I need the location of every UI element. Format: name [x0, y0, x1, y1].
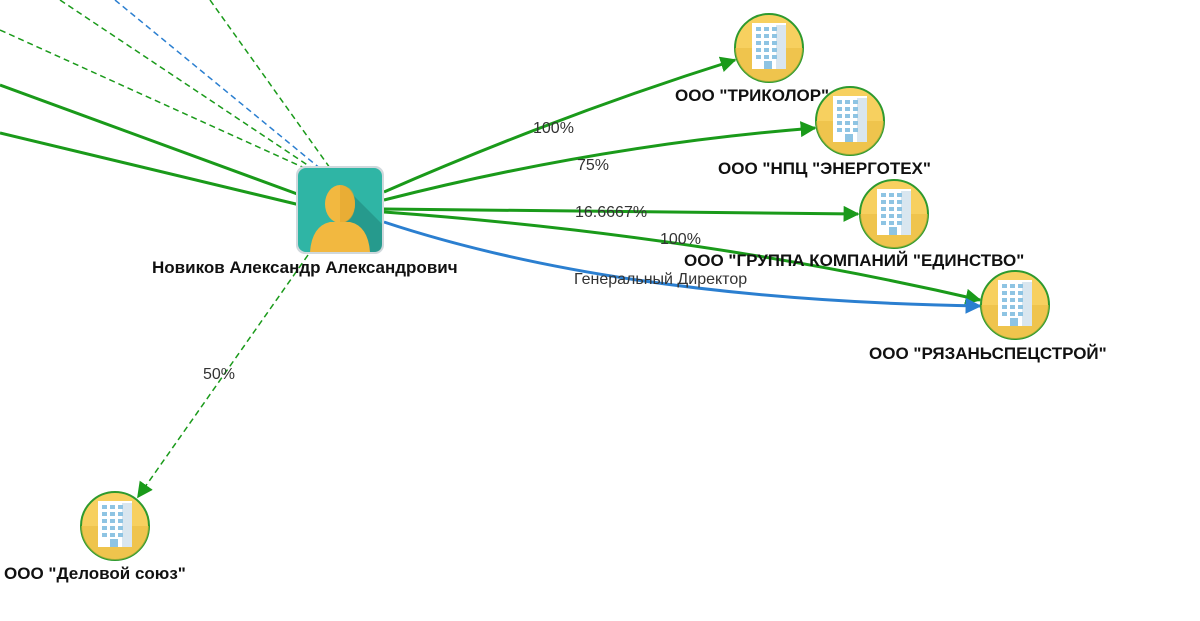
person-node[interactable]: [296, 166, 384, 254]
edge-label-director: Генеральный Директор: [574, 271, 747, 288]
company-name-npts: ООО "НПЦ "ЭНЕРГОТЕХ": [718, 159, 931, 178]
edge-ryazan-ownership[interactable]: [383, 210, 982, 305]
company-node-trikolor[interactable]: [734, 13, 804, 83]
edge-trikolor[interactable]: [383, 56, 737, 194]
company-name-trikolor: ООО "ТРИКОЛОР": [675, 86, 829, 105]
edge-label-edinstvo: 16.6667%: [575, 204, 647, 221]
company-node-edinstvo[interactable]: [859, 179, 929, 249]
edge-edinstvo[interactable]: [383, 205, 860, 222]
edge-label-npts: 75%: [577, 157, 609, 174]
company-node-ryazan[interactable]: [980, 270, 1050, 340]
company-name-edinstvo: ООО "ГРУППА КОМПАНИЙ "ЕДИНСТВО": [684, 251, 1024, 270]
company-node-delovoy[interactable]: [80, 491, 150, 561]
company-name-delovoy: ООО "Деловой союз": [4, 564, 186, 583]
edge-label-delovoy: 50%: [203, 366, 235, 383]
person-icon: [296, 166, 384, 254]
company-name-ryazan: ООО "РЯЗАНЬСПЕЦСТРОЙ": [869, 344, 1107, 363]
office-building-icon: [734, 13, 804, 83]
edge-npts[interactable]: [383, 121, 817, 202]
person-name: Новиков Александр Александрович: [152, 258, 458, 277]
offscreen-edges: [0, 0, 331, 207]
office-building-icon: [859, 179, 929, 249]
office-building-icon: [980, 270, 1050, 340]
office-building-icon: [80, 491, 150, 561]
edge-label-ryazan: 100%: [660, 231, 701, 248]
edge-label-trikolor: 100%: [533, 120, 574, 137]
edges: [137, 56, 982, 499]
edge-ryazan-director[interactable]: [383, 220, 982, 314]
edge-labels: 100% 75% 16.6667% 100% Генеральный Дирек…: [203, 120, 747, 383]
